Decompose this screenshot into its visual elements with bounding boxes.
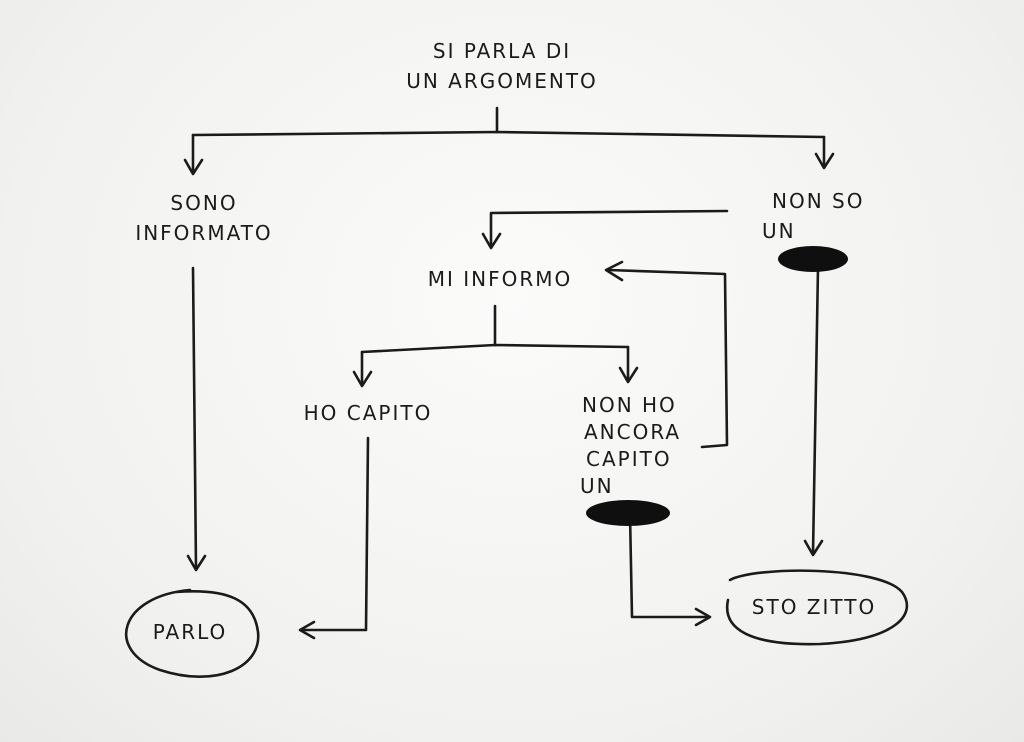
arrowhead-silent-top [803,539,824,557]
connector-not-know-to-silent [811,266,820,555]
node-start-line-1: SI PARLA DI [432,39,572,63]
node-informed-line-2: INFORMATO [135,221,273,245]
node-not-understood-prefix: UN [580,474,614,498]
node-not-know: NON SO UN [762,186,902,272]
node-understood-text: HO CAPITO [303,401,433,425]
arrowhead-inform [481,232,502,250]
arrowhead-informed [183,158,204,176]
node-not-understood: NON HO ANCORA CAPITO UN [580,392,730,526]
arrowhead-silent-side [694,607,712,627]
node-speak-text: PARLO [152,620,228,644]
node-speak: PARLO [140,617,240,647]
arrowhead-not-know [814,152,835,170]
node-not-understood-line-1: NON HO [582,393,677,417]
connector-top-bar [191,130,826,139]
connector-not-understood-to-silent [628,512,710,619]
node-not-understood-line-2: ANCORA [584,420,682,444]
arrowhead-loop [604,260,624,282]
node-not-understood-line-4: UN [580,473,730,526]
node-not-understood-line-3: CAPITO [586,447,672,471]
node-start: SI PARLA DI UN ARGOMENTO [402,36,602,96]
node-not-know-prefix: UN [762,219,796,243]
redaction-blot-icon [778,246,848,272]
arrowhead-not-understood [618,366,639,384]
connector-informed-to-speak [191,266,198,570]
node-not-know-line-2: UN [762,216,902,272]
ellipse-speak [124,588,260,678]
node-start-line-2: UN ARGOMENTO [406,69,598,93]
node-informed: SONO INFORMATO [124,188,284,248]
connector-not-know-to-inform [489,209,729,248]
node-inform-self: MI INFORMO [420,264,580,294]
node-understood: HO CAPITO [300,398,436,428]
arrowhead-understood [352,370,373,388]
connector-understood-to-speak [300,436,370,632]
arrowhead-speak-top [186,554,207,572]
arrowhead-speak-side [298,620,316,640]
connector-inform-bar [360,343,630,354]
redaction-blot-icon [586,500,670,526]
ellipse-silent [725,569,909,646]
node-silent: STO ZITTO [746,592,882,622]
node-silent-text: STO ZITTO [751,595,877,619]
node-not-know-line-1: NON SO [772,189,865,213]
node-informed-line-1: SONO [170,191,238,215]
node-inform-self-text: MI INFORMO [427,267,573,291]
connector-loop-back [606,268,729,449]
